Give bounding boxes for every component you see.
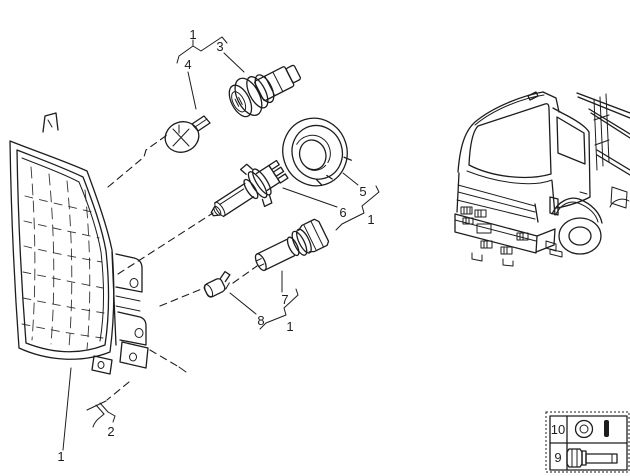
truck-illustration [454, 91, 630, 267]
halogen-bulb-6 [210, 159, 289, 218]
callout-1-lower: 1 [286, 319, 293, 334]
callout-5: 5 [359, 184, 366, 199]
bolt-icon [566, 448, 618, 468]
washer-icon [574, 419, 609, 439]
bulb-socket-7 [254, 218, 330, 272]
callout-6: 6 [339, 205, 346, 220]
callout-1-top: 1 [189, 27, 196, 42]
callout-7: 7 [281, 292, 288, 307]
headlamp-assembly [9, 112, 149, 375]
legend-number-9: 9 [554, 450, 561, 465]
callout-8: 8 [257, 313, 264, 328]
wedge-bulb-8 [203, 270, 231, 298]
callout-4: 4 [184, 57, 191, 72]
callout-3: 3 [216, 39, 223, 54]
legend-number-10: 10 [551, 422, 565, 437]
legend-box: 10 9 [545, 411, 630, 473]
callout-1-bottom: 1 [57, 449, 64, 464]
callout-labels: 1 3 4 5 6 1 7 8 1 2 1 [57, 27, 374, 464]
callout-2: 2 [107, 424, 114, 439]
callout-1-mid: 1 [367, 212, 374, 227]
callout-leader-lines [62, 36, 380, 451]
assembly-axis-lines [86, 134, 258, 411]
bulb-socket-3 [228, 64, 302, 118]
cover-5 [282, 117, 352, 187]
wedge-bulb-4 [164, 115, 211, 153]
